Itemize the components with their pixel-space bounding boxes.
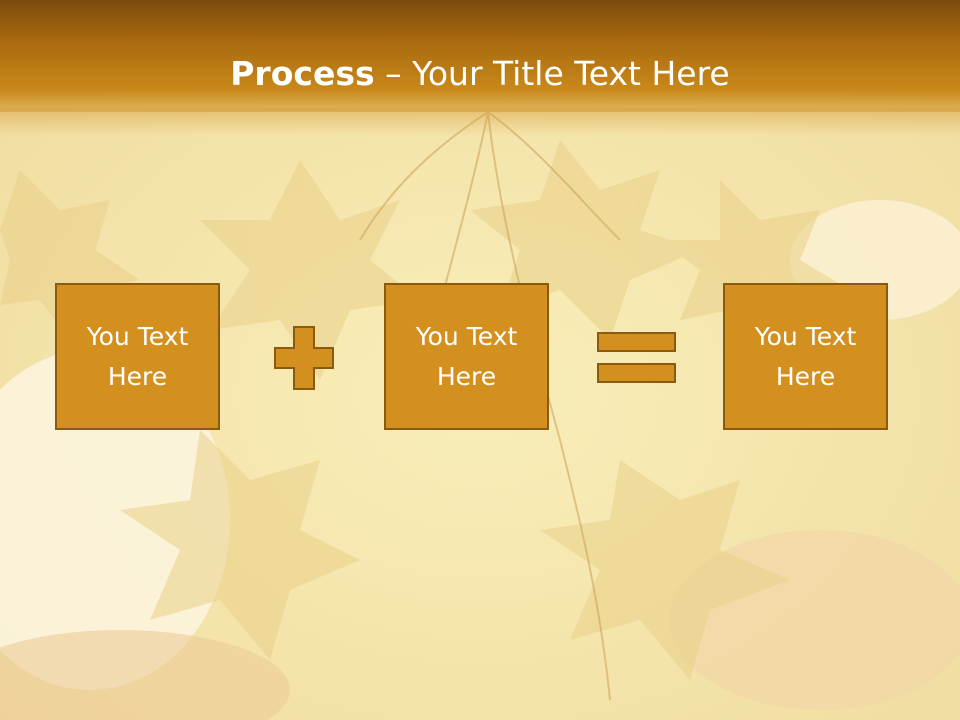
title-bar [0, 0, 960, 112]
process-box-3-label: You Text Here [754, 321, 857, 391]
process-box-1-label: You Text Here [86, 321, 189, 391]
process-box-3[interactable]: You Text Here [723, 283, 888, 430]
equals-icon [597, 332, 676, 383]
process-box-2[interactable]: You Text Here [384, 283, 549, 430]
process-box-2-label: You Text Here [415, 321, 518, 391]
plus-icon [274, 326, 334, 390]
slide-title: Process – Your Title Text Here [0, 52, 960, 96]
process-box-1[interactable]: You Text Here [55, 283, 220, 430]
title-bold-text: Process [230, 54, 375, 93]
title-bar-fade [0, 108, 960, 136]
title-rest-text: – Your Title Text Here [374, 54, 730, 93]
